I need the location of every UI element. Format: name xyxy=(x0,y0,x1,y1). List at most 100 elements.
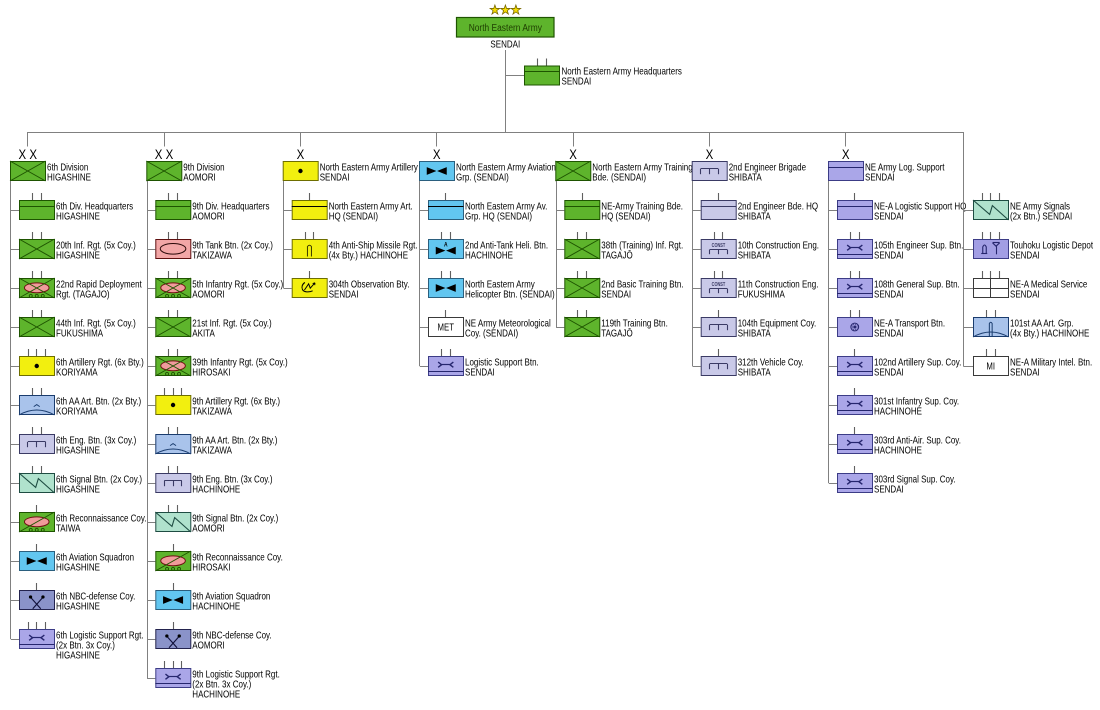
svg-text:HACHINOHE: HACHINOHE xyxy=(192,600,240,611)
svg-text:MET: MET xyxy=(438,321,455,332)
svg-text:301st Infantry Sup. Coy.: 301st Infantry Sup. Coy. xyxy=(874,395,959,406)
svg-text:303rd Anti-Air. Sup. Coy.: 303rd Anti-Air. Sup. Coy. xyxy=(874,434,961,445)
svg-text:KORIYAMA: KORIYAMA xyxy=(56,366,98,377)
svg-text:MI: MI xyxy=(986,360,995,371)
svg-text:AOMORI: AOMORI xyxy=(192,522,224,533)
svg-text:6th Eng. Btn. (3x Coy.): 6th Eng. Btn. (3x Coy.) xyxy=(56,434,136,445)
svg-text:9th Div. Headquarters: 9th Div. Headquarters xyxy=(192,200,270,211)
svg-text:312th Vehicle Coy.: 312th Vehicle Coy. xyxy=(738,356,804,367)
svg-text:303rd Signal Sup. Coy.: 303rd Signal Sup. Coy. xyxy=(874,473,956,484)
svg-text:AKITA: AKITA xyxy=(192,327,215,338)
svg-text:NE Army Log. Support: NE Army Log. Support xyxy=(865,161,945,172)
svg-text:CONST: CONST xyxy=(712,282,726,288)
svg-text:5th Infantry Rgt. (5x Coy.): 5th Infantry Rgt. (5x Coy.) xyxy=(192,278,283,289)
svg-text:HACHINOHE: HACHINOHE xyxy=(192,483,240,494)
svg-text:105th Engineer Sup. Btn.: 105th Engineer Sup. Btn. xyxy=(874,239,963,250)
svg-text:9th Signal Btn. (2x Coy.): 9th Signal Btn. (2x Coy.) xyxy=(192,512,278,523)
svg-text:SHIBATA: SHIBATA xyxy=(738,249,772,260)
svg-text:HIGASHINE: HIGASHINE xyxy=(56,210,100,221)
svg-text:North Eastern Army Av.: North Eastern Army Av. xyxy=(465,200,547,211)
svg-text:304th Observation Bty.: 304th Observation Bty. xyxy=(329,278,410,289)
svg-text:HACHINOHE: HACHINOHE xyxy=(465,249,513,260)
svg-text:HIGASHINE: HIGASHINE xyxy=(56,444,100,455)
svg-text:39th Infantry Rgt. (5x Coy.): 39th Infantry Rgt. (5x Coy.) xyxy=(192,356,287,367)
svg-text:(2x Btn. 3x Coy.): (2x Btn. 3x Coy.) xyxy=(56,639,115,650)
svg-text:119th Training Btn.: 119th Training Btn. xyxy=(601,317,668,328)
svg-text:SENDAI: SENDAI xyxy=(320,171,350,182)
svg-text:North Eastern Army Training: North Eastern Army Training xyxy=(592,161,692,172)
svg-text:North Eastern Army Art.: North Eastern Army Art. xyxy=(329,200,413,211)
svg-text:Coy. (SENDAI): Coy. (SENDAI) xyxy=(465,327,518,338)
svg-text:X: X xyxy=(842,146,850,162)
svg-text:North Eastern Army: North Eastern Army xyxy=(469,22,542,34)
svg-text:9th Division: 9th Division xyxy=(183,161,224,172)
svg-text:SENDAI: SENDAI xyxy=(1010,249,1040,260)
svg-text:108th General Sup. Btn.: 108th General Sup. Btn. xyxy=(874,278,960,289)
svg-text:X: X xyxy=(433,146,441,162)
svg-text:(2x Btn.) SENDAI: (2x Btn.) SENDAI xyxy=(1010,210,1072,221)
svg-text:6th AA Art. Btn. (2x Bty.): 6th AA Art. Btn. (2x Bty.) xyxy=(56,395,141,406)
svg-text:SENDAI: SENDAI xyxy=(874,249,904,260)
svg-text:11th Construction Eng.: 11th Construction Eng. xyxy=(738,278,819,289)
svg-text:9th Tank Btn. (2x Coy.): 9th Tank Btn. (2x Coy.) xyxy=(192,239,273,250)
svg-text:(4x Bty.) HACHINOHE: (4x Bty.) HACHINOHE xyxy=(1010,327,1089,338)
svg-text:6th Aviation Squadron: 6th Aviation Squadron xyxy=(56,551,134,562)
svg-text:SHIBATA: SHIBATA xyxy=(729,171,763,182)
svg-text:SENDAI: SENDAI xyxy=(874,366,904,377)
svg-text:HACHINOHE: HACHINOHE xyxy=(874,444,922,455)
svg-text:2nd Basic Training Btn.: 2nd Basic Training Btn. xyxy=(601,278,683,289)
svg-text:Bde. (SENDAI): Bde. (SENDAI) xyxy=(592,171,646,182)
svg-text:9th AA Art. Btn. (2x Bty.): 9th AA Art. Btn. (2x Bty.) xyxy=(192,434,277,445)
svg-text:HQ (SENDAI): HQ (SENDAI) xyxy=(329,210,378,221)
svg-text:TAKIZAWA: TAKIZAWA xyxy=(192,249,233,260)
svg-text:101st AA Art. Grp.: 101st AA Art. Grp. xyxy=(1010,317,1074,328)
svg-text:10th Construction Eng.: 10th Construction Eng. xyxy=(738,239,819,250)
svg-text:X: X xyxy=(569,146,577,162)
svg-text:NE-A Transport Btn.: NE-A Transport Btn. xyxy=(874,317,945,328)
svg-text:6th Division: 6th Division xyxy=(47,161,88,172)
svg-text:NE Army Signals: NE Army Signals xyxy=(1010,200,1070,211)
svg-text:X: X xyxy=(297,146,305,162)
svg-text:SENDAI: SENDAI xyxy=(465,366,495,377)
svg-text:SENDAI: SENDAI xyxy=(874,483,904,494)
svg-text:HIGASHINE: HIGASHINE xyxy=(56,483,100,494)
svg-text:9th Reconnaissance Coy.: 9th Reconnaissance Coy. xyxy=(192,551,282,562)
svg-text:SENDAI: SENDAI xyxy=(865,171,895,182)
svg-text:HIROSAKI: HIROSAKI xyxy=(192,366,230,377)
svg-text:SENDAI: SENDAI xyxy=(490,39,520,50)
svg-text:Helicopter Btn. (SENDAI): Helicopter Btn. (SENDAI) xyxy=(465,288,555,299)
svg-text:NE Army Meteorological: NE Army Meteorological xyxy=(465,317,551,328)
svg-text:6th Signal Btn. (2x Coy.): 6th Signal Btn. (2x Coy.) xyxy=(56,473,142,484)
svg-text:SENDAI: SENDAI xyxy=(1010,288,1040,299)
svg-text:FUKUSHIMA: FUKUSHIMA xyxy=(56,327,104,338)
svg-text:HIGASHINE: HIGASHINE xyxy=(56,249,100,260)
svg-text:Grp. (SENDAI): Grp. (SENDAI) xyxy=(456,171,509,182)
svg-text:6th Div. Headquarters: 6th Div. Headquarters xyxy=(56,200,134,211)
svg-text:North Eastern Army Headquarter: North Eastern Army Headquarters xyxy=(562,65,683,76)
svg-text:CONST: CONST xyxy=(712,243,726,249)
svg-text:North Eastern Army Aviation: North Eastern Army Aviation xyxy=(456,161,556,172)
svg-text:HACHINOHE: HACHINOHE xyxy=(874,405,922,416)
svg-text:6th NBC-defense Coy.: 6th NBC-defense Coy. xyxy=(56,590,135,601)
svg-text:SENDAI: SENDAI xyxy=(874,288,904,299)
svg-text:North Eastern Army: North Eastern Army xyxy=(465,278,535,289)
svg-text:NE-A Logistic Support HQ: NE-A Logistic Support HQ xyxy=(874,200,966,211)
svg-text:A: A xyxy=(444,242,448,249)
svg-text:X X: X X xyxy=(155,146,174,162)
svg-text:HQ (SENDAI): HQ (SENDAI) xyxy=(601,210,650,221)
svg-text:2nd Anti-Tank Heli. Btn.: 2nd Anti-Tank Heli. Btn. xyxy=(465,239,548,250)
svg-text:6th Logistic Support Rgt.: 6th Logistic Support Rgt. xyxy=(56,629,144,640)
svg-text:TAKIZAWA: TAKIZAWA xyxy=(192,405,233,416)
svg-text:SENDAI: SENDAI xyxy=(601,288,631,299)
svg-text:(4x Bty.) HACHINOHE: (4x Bty.) HACHINOHE xyxy=(329,249,408,260)
svg-text:102nd Artillery Sup. Coy.: 102nd Artillery Sup. Coy. xyxy=(874,356,961,367)
svg-text:SHIBATA: SHIBATA xyxy=(738,210,772,221)
svg-text:9th Aviation Squadron: 9th Aviation Squadron xyxy=(192,590,270,601)
svg-text:NE-Army Training Bde.: NE-Army Training Bde. xyxy=(601,200,683,211)
svg-text:HIGASHINE: HIGASHINE xyxy=(56,600,100,611)
svg-text:9th NBC-defense Coy.: 9th NBC-defense Coy. xyxy=(192,629,271,640)
svg-text:KORIYAMA: KORIYAMA xyxy=(56,405,98,416)
svg-text:HIGASHINE: HIGASHINE xyxy=(47,171,91,182)
svg-text:TAKIZAWA: TAKIZAWA xyxy=(192,444,233,455)
svg-text:22nd Rapid Deployment: 22nd Rapid Deployment xyxy=(56,278,142,289)
